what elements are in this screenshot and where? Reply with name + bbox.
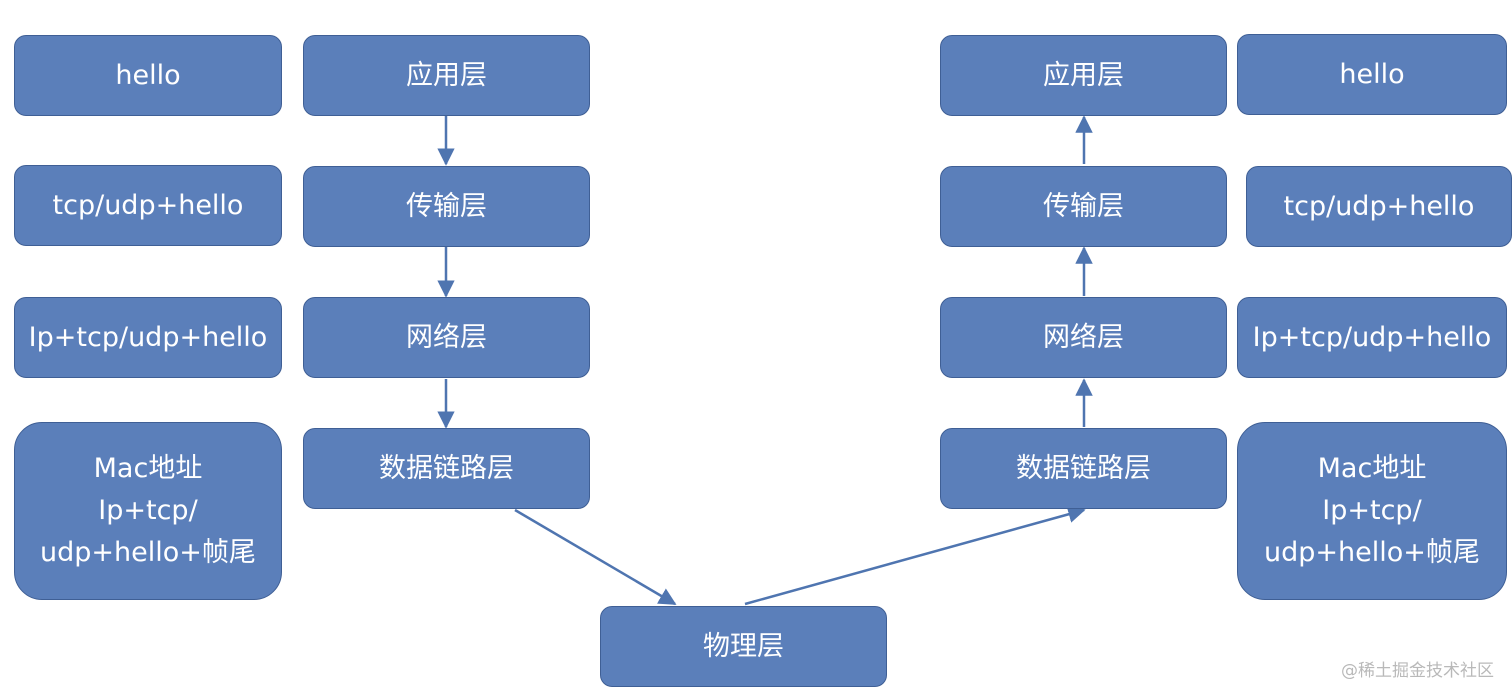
left-payload-ip: Ip+tcp/udp+hello bbox=[14, 297, 282, 378]
right-payload-tcp-udp: tcp/udp+hello bbox=[1246, 166, 1512, 247]
arrow-physical-to-right-datalink bbox=[744, 505, 1086, 606]
arrow-left-datalink-to-physical bbox=[514, 508, 677, 606]
left-layer-datalink: 数据链路层 bbox=[303, 428, 590, 509]
right-payload-mac: Mac地址 Ip+tcp/ udp+hello+帧尾 bbox=[1237, 422, 1507, 600]
right-payload-hello: hello bbox=[1237, 34, 1507, 115]
physical-layer: 物理层 bbox=[600, 606, 887, 687]
right-payload-ip: Ip+tcp/udp+hello bbox=[1237, 297, 1507, 378]
left-layer-network: 网络层 bbox=[303, 297, 590, 378]
right-layer-datalink: 数据链路层 bbox=[940, 428, 1227, 509]
left-layer-transport: 传输层 bbox=[303, 166, 590, 247]
right-layer-network: 网络层 bbox=[940, 297, 1227, 378]
left-payload-hello: hello bbox=[14, 35, 282, 116]
left-payload-tcp-udp: tcp/udp+hello bbox=[14, 165, 282, 246]
watermark: @稀土掘金技术社区 bbox=[1341, 661, 1494, 681]
right-layer-application: 应用层 bbox=[940, 35, 1227, 116]
left-layer-application: 应用层 bbox=[303, 35, 590, 116]
left-payload-mac: Mac地址 Ip+tcp/ udp+hello+帧尾 bbox=[14, 422, 282, 600]
right-layer-transport: 传输层 bbox=[940, 166, 1227, 247]
